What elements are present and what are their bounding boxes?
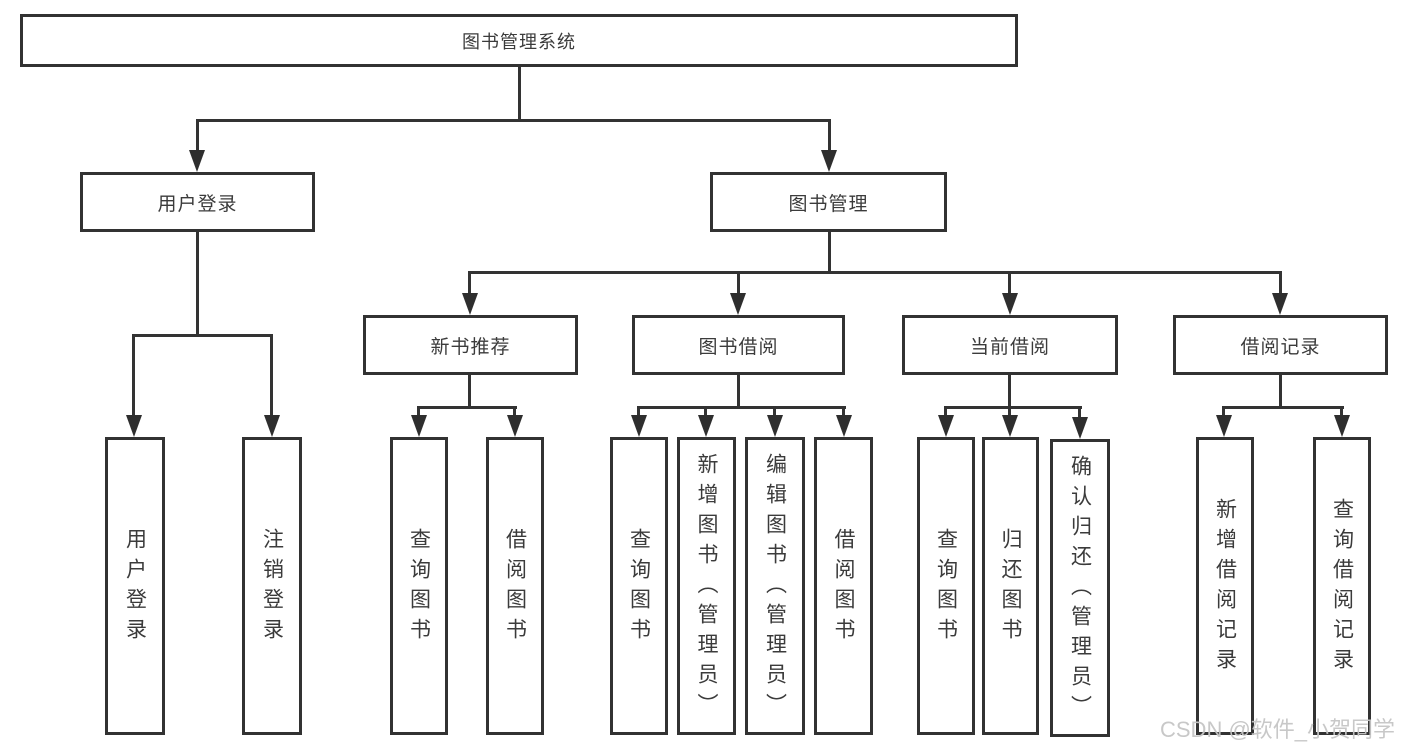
leaf-edit-book-admin: 编辑图书（管理员） xyxy=(745,437,805,735)
connector-line xyxy=(1078,406,1081,417)
leaf-query-book-current: 查询图书 xyxy=(917,437,975,735)
csdn-watermark: CSDN @软件_小贺同学 xyxy=(1160,717,1396,742)
node-new-book-recommend: 新书推荐 xyxy=(363,315,578,375)
connector-line xyxy=(828,232,831,274)
leaf-add-book-admin: 新增图书（管理员） xyxy=(677,437,736,735)
connector-line xyxy=(1222,406,1344,409)
connector-line xyxy=(1008,406,1011,417)
connector-line xyxy=(637,406,640,417)
arrowhead-icon xyxy=(730,293,746,315)
arrowhead-icon xyxy=(1216,415,1232,437)
connector-line xyxy=(417,406,517,409)
connector-line xyxy=(513,406,516,417)
connector-line xyxy=(704,406,707,417)
connector-line xyxy=(637,406,846,409)
leaf-return-book: 归还图书 xyxy=(982,437,1039,735)
connector-line xyxy=(417,406,420,417)
connector-line xyxy=(737,375,740,409)
connector-line xyxy=(196,232,199,336)
arrowhead-icon xyxy=(821,150,837,172)
leaf-user-login: 用户登录 xyxy=(105,437,165,735)
arrowhead-icon xyxy=(767,415,783,437)
arrowhead-icon xyxy=(631,415,647,437)
arrowhead-icon xyxy=(836,415,852,437)
connector-line xyxy=(1279,375,1282,409)
connector-line xyxy=(944,406,947,417)
connector-line xyxy=(1340,406,1343,417)
connector-line xyxy=(842,406,845,417)
arrowhead-icon xyxy=(1002,293,1018,315)
connector-line xyxy=(270,334,273,417)
leaf-borrow-book: 借阅图书 xyxy=(814,437,873,735)
connector-line xyxy=(1008,271,1011,295)
arrowhead-icon xyxy=(698,415,714,437)
arrowhead-icon xyxy=(1072,417,1088,439)
leaf-query-borrow-record: 查询借阅记录 xyxy=(1313,437,1371,735)
arrowhead-icon xyxy=(1002,415,1018,437)
leaf-logout: 注销登录 xyxy=(242,437,302,735)
connector-line xyxy=(468,375,471,409)
arrowhead-icon xyxy=(189,150,205,172)
arrowhead-icon xyxy=(1334,415,1350,437)
arrowhead-icon xyxy=(126,415,142,437)
node-book-borrow: 图书借阅 xyxy=(632,315,845,375)
connector-line xyxy=(1008,375,1011,409)
leaf-add-borrow-record: 新增借阅记录 xyxy=(1196,437,1254,735)
node-current-borrow: 当前借阅 xyxy=(902,315,1118,375)
connector-line xyxy=(1279,271,1282,295)
connector-line xyxy=(469,271,1282,274)
node-book-management: 图书管理 xyxy=(710,172,947,232)
connector-line xyxy=(773,406,776,417)
connector-line xyxy=(132,334,135,417)
connector-line xyxy=(468,271,471,295)
connector-line xyxy=(518,67,521,120)
leaf-query-book-recommend: 查询图书 xyxy=(390,437,448,735)
arrowhead-icon xyxy=(411,415,427,437)
arrowhead-icon xyxy=(507,415,523,437)
node-borrow-record: 借阅记录 xyxy=(1173,315,1388,375)
leaf-borrow-book-recommend: 借阅图书 xyxy=(486,437,544,735)
connector-line xyxy=(196,119,199,152)
connector-line xyxy=(944,406,1082,409)
connector-line xyxy=(1222,406,1225,417)
connector-line xyxy=(828,119,831,152)
arrowhead-icon xyxy=(938,415,954,437)
arrowhead-icon xyxy=(264,415,280,437)
arrowhead-icon xyxy=(462,293,478,315)
node-library-system: 图书管理系统 xyxy=(20,14,1018,67)
connector-line xyxy=(132,334,273,337)
arrowhead-icon xyxy=(1272,293,1288,315)
connector-line xyxy=(737,271,740,295)
connector-line xyxy=(196,119,831,122)
leaf-confirm-return-admin: 确认归还（管理员） xyxy=(1050,439,1110,737)
node-user-login: 用户登录 xyxy=(80,172,315,232)
leaf-query-book-borrow: 查询图书 xyxy=(610,437,668,735)
